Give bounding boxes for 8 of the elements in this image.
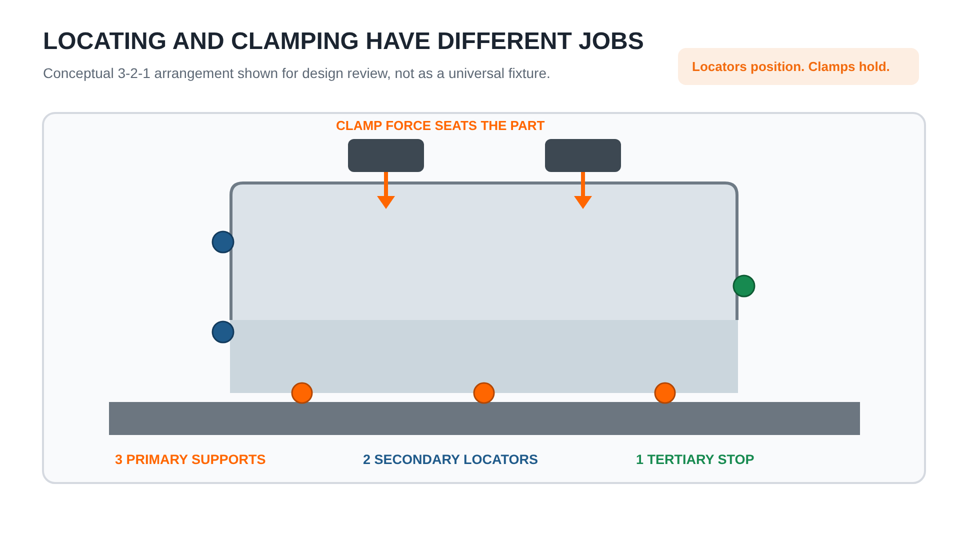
- callout-text: Locators position. Clamps hold.: [692, 59, 890, 74]
- subtitle: Conceptual 3-2-1 arrangement shown for design review, not as a universal fixture.: [43, 65, 550, 81]
- stop-label: 1 TERTIARY STOP: [636, 452, 754, 467]
- support-label: 3 PRIMARY SUPPORTS: [115, 452, 266, 467]
- title: LOCATING AND CLAMPING HAVE DIFFERENT JOBS: [43, 28, 644, 56]
- locator-label: 2 SECONDARY LOCATORS: [363, 452, 538, 467]
- callout-box: [678, 48, 919, 85]
- force-label: CLAMP FORCE SEATS THE PART: [336, 118, 545, 133]
